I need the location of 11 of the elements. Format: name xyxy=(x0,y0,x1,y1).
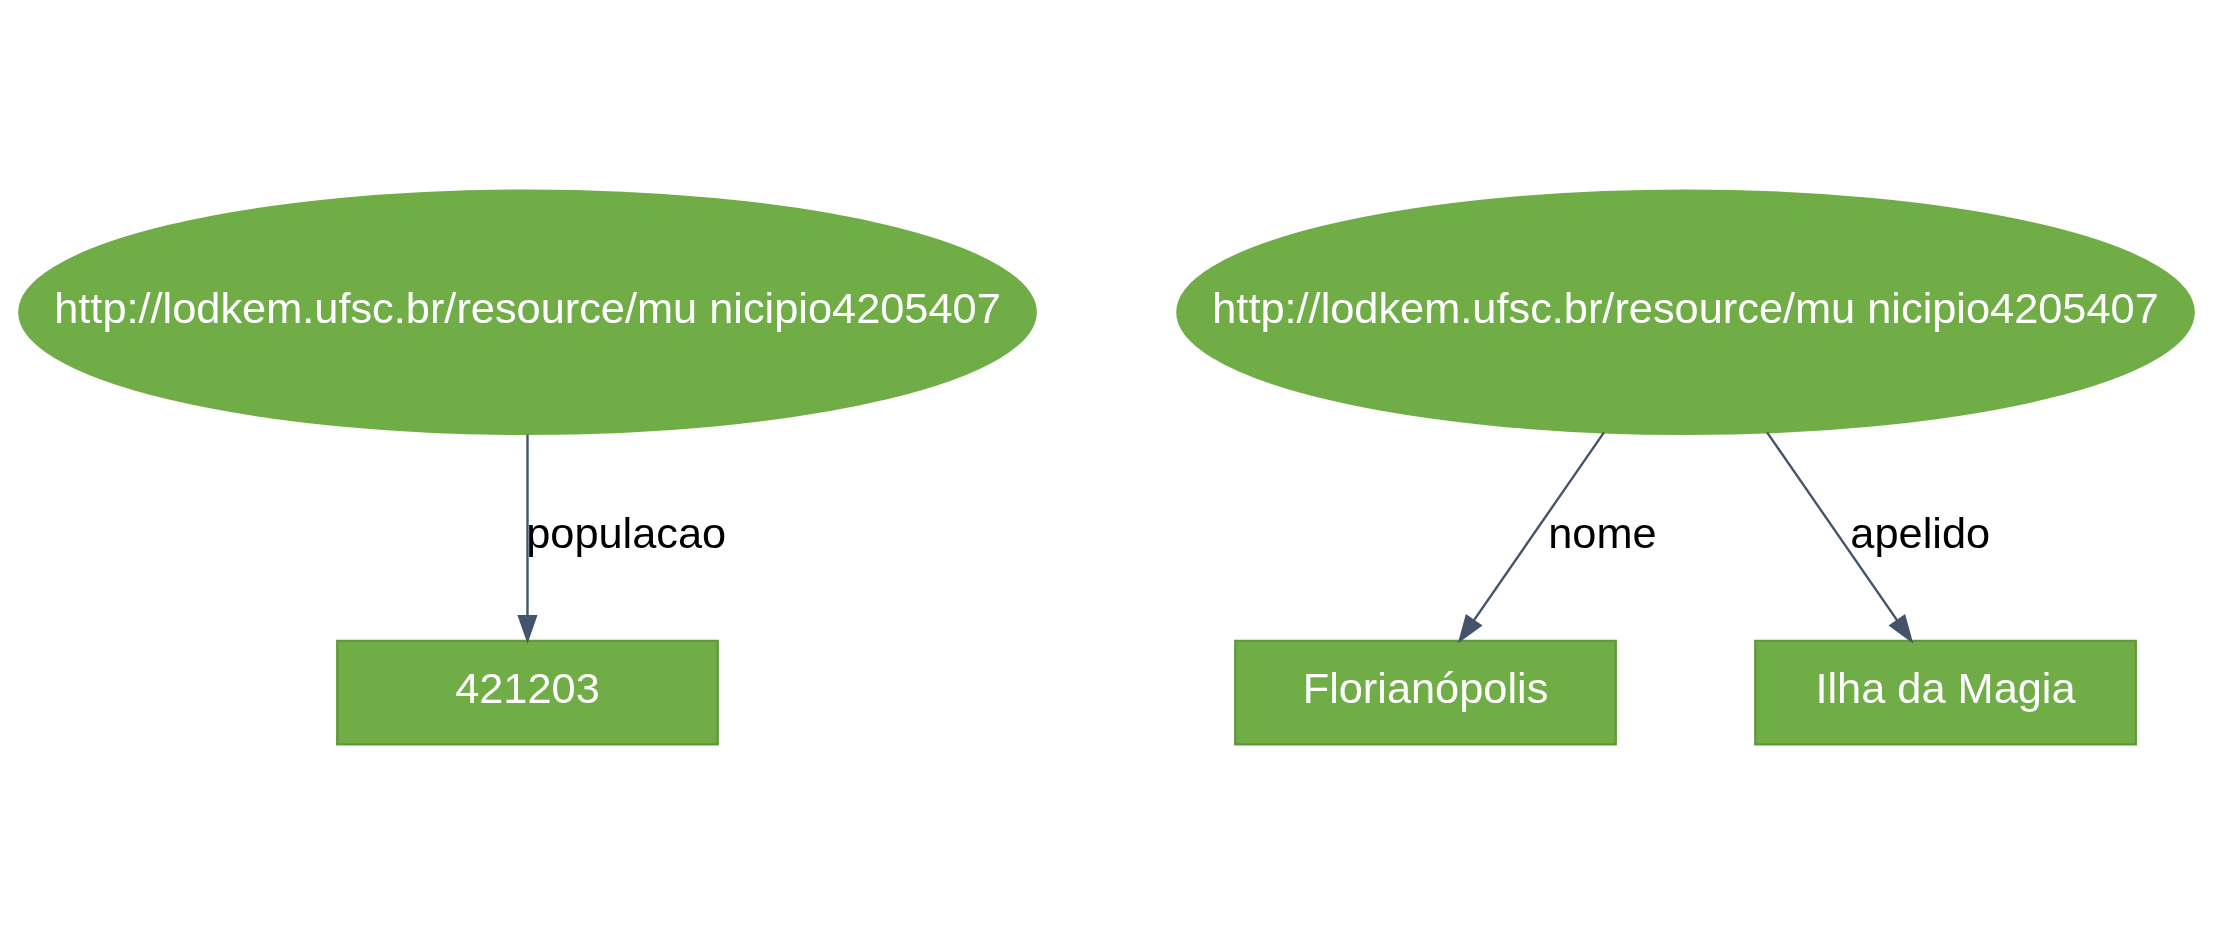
node-box: 421203 xyxy=(336,639,719,746)
arrow xyxy=(517,434,538,644)
edge-label: apelido xyxy=(1850,508,1991,557)
node-box: Ilha da Magia xyxy=(1754,639,2137,746)
node-ellipse: http://lodkem.ufsc.br/resource/mu nicipio4205407 xyxy=(1176,189,2195,435)
edge-label: populacao xyxy=(526,508,727,557)
edge-label: nome xyxy=(1548,508,1657,557)
arrow xyxy=(1766,431,1914,644)
node-ellipse: http://lodkem.ufsc.br/resource/mu nicipio4205407 xyxy=(18,189,1037,435)
arrow xyxy=(1457,431,1605,644)
node-box: Florianópolis xyxy=(1234,639,1617,746)
